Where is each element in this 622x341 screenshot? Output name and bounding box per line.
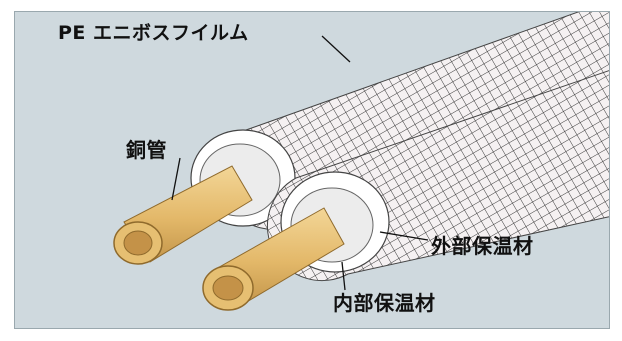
leader-copper-pipe: [171, 157, 181, 201]
pe-film-label: PE エニボスフイルム: [58, 22, 249, 44]
inner-insulation-label: 内部保温材: [333, 291, 436, 315]
copper-pipe-label: 銅管: [126, 138, 167, 162]
leader-inner-insulation: [341, 261, 346, 291]
copper-pipe-bore-upper: [123, 230, 153, 256]
outer-insulation-label: 外部保温材: [431, 234, 534, 258]
leader-outer-insulation: [379, 231, 429, 241]
leader-pe-film: [321, 35, 351, 63]
copper-pipe-bore-lower: [212, 275, 244, 301]
